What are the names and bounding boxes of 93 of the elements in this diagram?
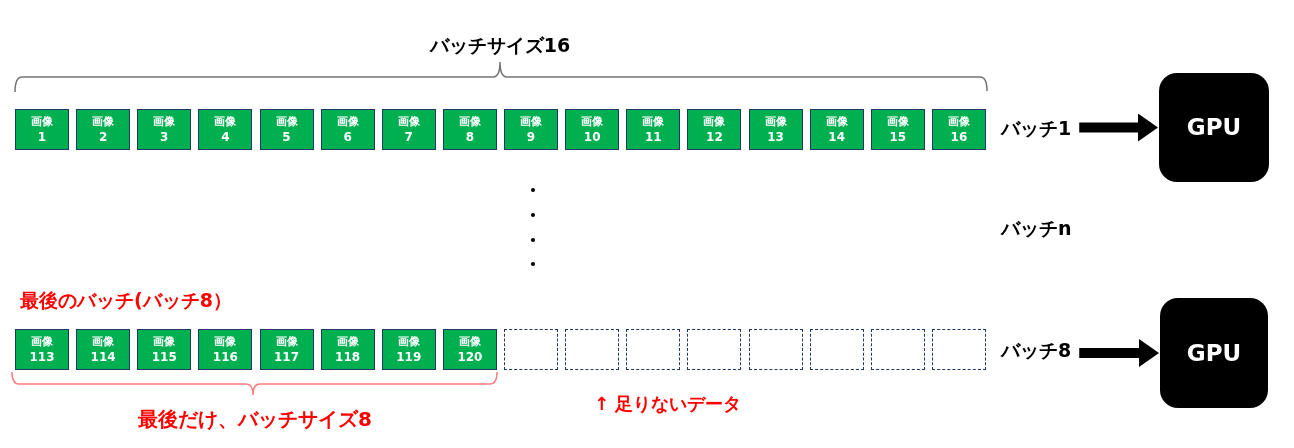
image-tile [137, 109, 192, 150]
tile-number: 7 [404, 129, 413, 145]
tile-label: 画像 [31, 114, 53, 129]
tile-label: 画像 [397, 114, 420, 129]
tile-label: 画像 [92, 114, 115, 129]
tile-label: 画像 [214, 114, 237, 129]
tile-number: 14 [828, 129, 846, 145]
image-tile [381, 329, 436, 370]
empty-slot [565, 329, 620, 370]
image-tile [442, 329, 497, 370]
tile-number: 16 [950, 129, 968, 145]
tile-label: 画像 [336, 114, 359, 129]
tile-label: 画像 [825, 114, 848, 129]
tile-label: 画像 [275, 334, 298, 349]
text-label: 最後のバッチ(バッチ8） [20, 288, 232, 313]
image-tile [198, 109, 253, 150]
image-tile [259, 109, 314, 150]
tile-label: 画像 [336, 334, 359, 349]
image-tile [15, 329, 69, 370]
tile-label: 画像 [642, 114, 665, 129]
image-tile [870, 109, 925, 150]
tile-label: 画像 [947, 114, 970, 129]
gpu-label: GPU [1186, 113, 1242, 143]
tile-number: 118 [335, 349, 361, 365]
image-tile [198, 329, 253, 370]
tile-label: 画像 [275, 114, 298, 129]
tile-label: 画像 [153, 334, 176, 349]
tile-number: 8 [465, 129, 475, 145]
image-tile [320, 329, 375, 370]
tile-number: 6 [343, 129, 352, 145]
arrow [1079, 339, 1159, 367]
empty-slot [687, 329, 742, 370]
image-tile [137, 329, 192, 370]
tile-label: 画像 [886, 114, 909, 129]
arrow [1079, 113, 1158, 142]
tile-number: 10 [583, 129, 601, 145]
gpu-box [1160, 298, 1268, 408]
image-tile [442, 109, 497, 150]
tile-number: 4 [221, 129, 230, 145]
tile-number: 119 [396, 349, 422, 365]
tile-number: 113 [29, 349, 55, 365]
tile-number: 115 [151, 349, 177, 365]
tile-label: 画像 [397, 334, 420, 349]
tile-number: 2 [98, 129, 108, 145]
empty-slot [504, 329, 559, 370]
text-label: 最後だけ、バッチサイズ8 [138, 406, 372, 433]
image-tile [809, 109, 864, 150]
tile-label: 画像 [458, 334, 481, 349]
tile-number: 12 [706, 129, 723, 145]
image-tile [931, 109, 986, 150]
image-tile [15, 109, 69, 150]
tile-number: 1 [37, 129, 47, 145]
tile-number: 9 [526, 129, 536, 145]
image-tile [565, 109, 620, 150]
image-tile [687, 109, 742, 150]
empty-slot [931, 329, 986, 370]
tile-label: 画像 [703, 114, 726, 129]
image-tile [626, 109, 681, 150]
tile-label: 画像 [92, 334, 115, 349]
text-label: バッチサイズ16 [429, 33, 571, 58]
image-tile [76, 109, 131, 150]
gpu-box [1159, 73, 1269, 182]
tile-number: 13 [767, 129, 784, 145]
tile-number: 15 [889, 129, 907, 145]
empty-slot [809, 329, 864, 370]
batch-label: バッチ8 [1001, 336, 1072, 364]
tile-number: 117 [274, 349, 300, 365]
image-tile [259, 329, 314, 370]
tile-number: 116 [212, 349, 238, 365]
tile-label: 画像 [214, 334, 237, 349]
tile-label: 画像 [153, 114, 176, 129]
image-tile [504, 109, 559, 150]
image-tile [748, 109, 803, 150]
tile-number: 114 [90, 349, 116, 365]
batch-label: バッチ1 [1001, 114, 1072, 142]
tile-label: 画像 [458, 114, 481, 129]
gpu-label: GPU [1186, 338, 1242, 368]
tile-label: 画像 [581, 114, 604, 129]
tile-number: 5 [282, 129, 291, 145]
text-label: ↑ 足りないデータ [594, 392, 742, 416]
tile-number: 120 [457, 349, 483, 365]
tile-label: 画像 [764, 114, 787, 129]
tile-label: 画像 [31, 334, 53, 349]
image-tile [381, 109, 436, 150]
empty-slot [748, 329, 803, 370]
empty-slot [870, 329, 925, 370]
tile-label: 画像 [520, 114, 543, 129]
text-label: バッチn [1001, 216, 1072, 241]
empty-slot [626, 329, 681, 370]
image-tile [76, 329, 131, 370]
tile-number: 11 [644, 129, 662, 145]
image-tile [320, 109, 375, 150]
tile-number: 3 [160, 129, 169, 145]
